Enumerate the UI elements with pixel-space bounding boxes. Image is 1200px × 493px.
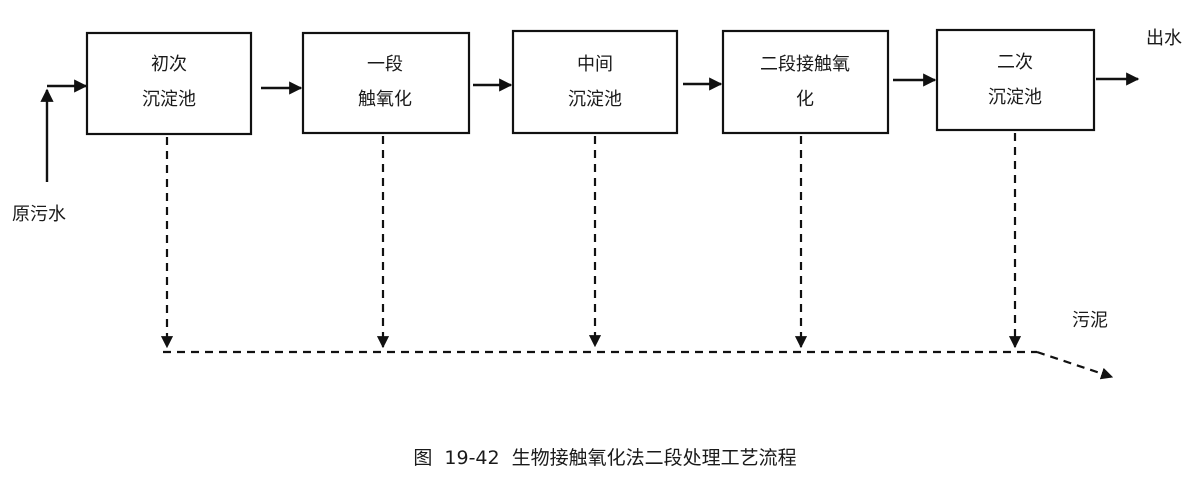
stage1-contact-oxidation-box xyxy=(301,31,471,135)
influent-label: 原污水 xyxy=(12,204,66,225)
figure-caption: 图 19-42 生物接触氧化法二段处理工艺流程 xyxy=(413,447,796,469)
effluent-label: 出水 xyxy=(1146,28,1182,49)
unit-4-line2: 化 xyxy=(796,89,814,110)
unit-3-line1: 中间 xyxy=(577,54,613,75)
stage2-contact-oxidation-box xyxy=(721,29,890,135)
sludge-outlet-arrow xyxy=(1036,350,1114,380)
unit-4-line1: 二段接触氧 xyxy=(760,54,850,75)
unit-5-line2: 沉淀池 xyxy=(988,87,1042,108)
secondary-sedimentation-tank-box xyxy=(935,28,1096,132)
unit-5-line1: 二次 xyxy=(997,52,1033,73)
unit-1-line1: 初次 xyxy=(151,54,187,75)
unit-1-line2: 沉淀池 xyxy=(142,89,196,110)
unit-2-line1: 一段 xyxy=(367,54,403,75)
unit-2-line2: 触氧化 xyxy=(358,89,412,110)
unit-3-line2: 沉淀池 xyxy=(568,89,622,110)
influent-inlet-arrow xyxy=(40,79,88,182)
sludge-label: 污泥 xyxy=(1072,310,1108,331)
primary-sedimentation-tank-box xyxy=(85,31,253,136)
intermediate-sedimentation-tank-box xyxy=(511,29,679,135)
